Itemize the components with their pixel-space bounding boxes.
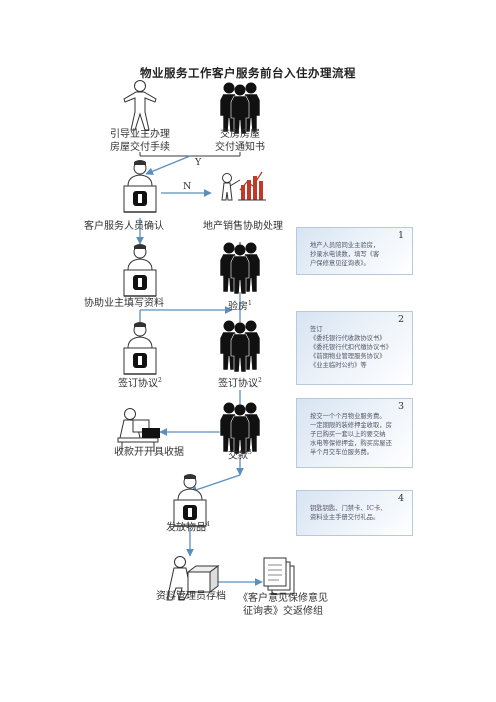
page-title: 物业服务工作客户服务前台入住办理流程 <box>140 66 356 80</box>
archive-label: 资料管理员存档 <box>156 591 226 602</box>
no-branch-label: N <box>183 181 192 192</box>
inspect-label: 验房1 <box>228 300 252 313</box>
yes-branch-label: Y <box>195 157 202 168</box>
note-1: 1 地产人员陪同业主验房， 抄录水电读数，填写《客 户保修意见征询表》。 <box>296 227 413 275</box>
note-number: 3 <box>397 401 404 412</box>
survey-label: 《客户意见保修意见征询表》交返修组 <box>238 593 328 617</box>
note-2: 2 签订 《委托银行代收款协议书》 《委托银行代扣代缴协议书》 《前期物业管理服… <box>296 311 413 385</box>
sales-chart-icon <box>221 171 266 201</box>
sales-label: 地产销售协助处理 <box>203 221 283 232</box>
crowd-icon-inspect <box>220 243 260 295</box>
crowd-icon-sign <box>220 321 260 373</box>
cashier-desk-icon <box>117 408 160 452</box>
clerk-icon-sign <box>123 321 157 375</box>
clerk-icon-fill <box>123 243 157 297</box>
guide-label: 引导业主办理房屋交付手续 <box>110 129 170 153</box>
notice-label: 交房房屋交付通知书 <box>215 129 265 153</box>
guide-person-icon <box>123 80 157 131</box>
note-number: 4 <box>397 493 404 504</box>
note-number: 2 <box>397 314 404 325</box>
crowd-icon-notice <box>220 83 260 135</box>
clerk-icon-confirm <box>123 159 157 213</box>
note-number: 1 <box>397 230 404 241</box>
receipt-label: 收款开开具收据 <box>114 447 184 458</box>
fill-info-label: 协助业主填写资料 <box>84 298 164 309</box>
archive-person-icon <box>166 556 220 601</box>
sign-right-label: 签订协议2 <box>218 377 262 390</box>
sign-left-label: 签订协议2 <box>118 377 162 390</box>
payment-label: 交款3 <box>228 449 252 462</box>
confirm-label: 客户服务人员确认 <box>84 221 164 232</box>
document-stack-icon <box>263 557 295 595</box>
distribute-label: 发放物品4 <box>166 521 210 534</box>
note-4: 4 钥匙钥匙、门禁卡、IC卡、 资料业主手册交付礼品。 <box>296 490 413 536</box>
arrows <box>136 155 263 586</box>
note-3: 3 按交一个个月物业服务费。 一定期限的装修押金收取，房 子已购买一套以上的要交… <box>296 398 413 468</box>
